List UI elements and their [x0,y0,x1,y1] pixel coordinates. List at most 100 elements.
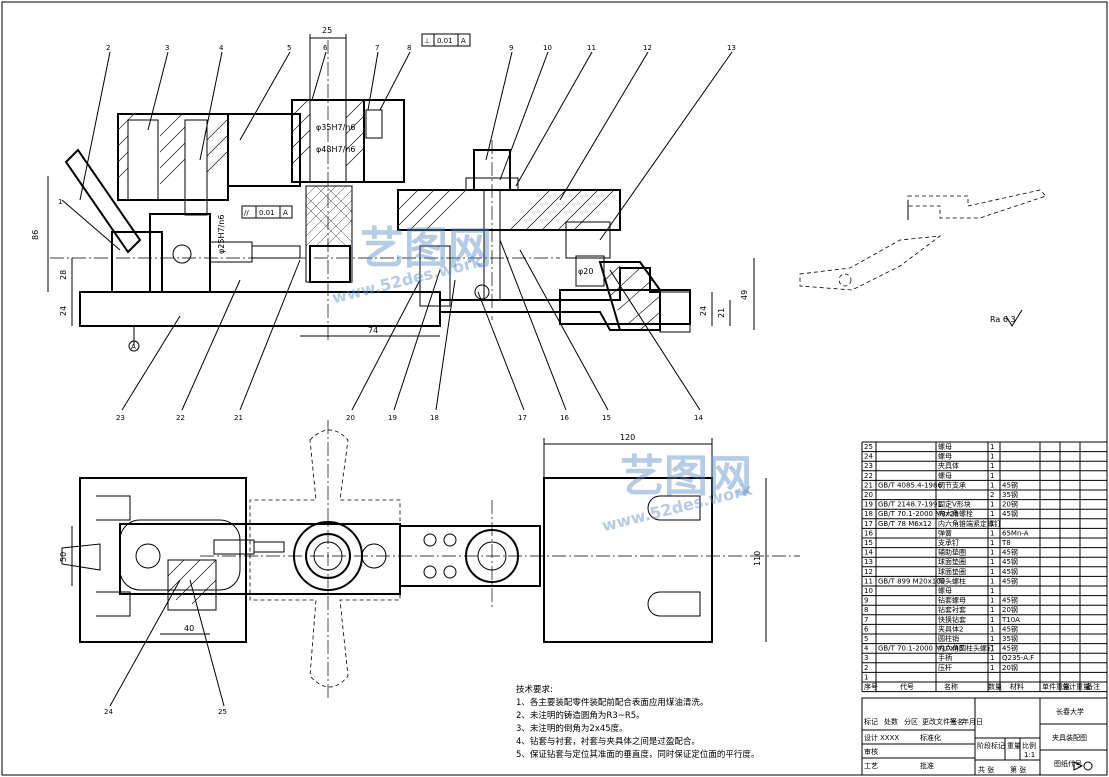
bom-row-qty: 1 [990,520,994,528]
dim-120: 120 [620,433,635,442]
bom-row-code: GB/T 70.1-2000 M10x45 [878,645,963,653]
bom-row-name: 夹具体 [938,461,959,470]
bom-row-qty: 1 [990,645,994,653]
bom-row-no: 20 [864,491,873,499]
svg-text:比例: 比例 [1022,741,1036,750]
bom-row-no: 10 [864,587,873,595]
drawing-number: 图纸代号 [1054,759,1082,768]
dim-21: 21 [717,308,726,318]
bom-row-qty: 1 [990,597,994,605]
dim-110: 110 [753,551,762,566]
svg-text:A: A [283,209,288,217]
bom-row-qty: 1 [990,453,994,461]
bom-row-no: 15 [864,539,873,547]
bom-row-no: 25 [864,443,873,451]
bom-row-qty: 1 [990,558,994,566]
balloon-9: 9 [509,44,513,52]
bom-row-code: GB/T 70.1-2000 M8x25 [878,510,959,518]
bom-row-qty: 1 [990,625,994,633]
balloon-21: 21 [234,414,243,422]
tech-note-4: 4、钻套与衬套，衬套与夹具体之间是过盈配合。 [516,737,700,747]
bom-row-no: 24 [864,453,873,461]
bom-row-material: 35钢 [1002,490,1018,499]
technical-requirements: 技术要求: 1、各主要装配零件装配前配合表面应用煤油清洗。 2、未注明的铸造圆角… [516,684,846,762]
top-dimensions: 120 50 110 40 [59,433,767,642]
dim-24b: 24 [699,306,708,316]
svg-text:A: A [461,37,466,45]
bom-row-qty: 1 [990,510,994,518]
bom-row-name: 夹具体2 [938,624,963,633]
bom-row-no: 18 [864,510,873,518]
svg-text:XXXX: XXXX [880,734,899,742]
svg-text:批准: 批准 [920,761,934,770]
svg-text:工艺: 工艺 [864,762,878,770]
bom-row-material: T10A [1001,616,1020,624]
bom-row-qty: 1 [990,539,994,547]
watermark-brand-2: 艺图网 [620,451,752,502]
bom-row-material: 45钢 [1002,644,1018,653]
watermark-brand: 艺图网 [360,223,492,274]
datum-a: A [131,343,136,351]
workpiece-sketch: Ra 6.3 [799,189,1047,327]
bom-row-qty: 1 [990,577,994,585]
bom-row-qty: 1 [990,443,994,451]
bom-header-cell: 数量 [988,682,1002,691]
bom-row-material: 35钢 [1002,634,1018,643]
bom-row-material: 45钢 [1002,576,1018,585]
bom-row-name: 螺母 [938,452,952,461]
bom-row-material: 45钢 [1002,567,1018,576]
svg-text:分区: 分区 [904,717,918,726]
bom-row-no: 14 [864,549,873,557]
bom-row-code: GB/T 4085.4-1986 [878,481,942,489]
balloon-1: 1 [58,198,62,206]
bom-row-name: 内六角螺栓 [938,509,973,518]
bom-row-name: 内六角圆柱头螺钉 [938,644,994,653]
svg-text:处数: 处数 [884,717,898,726]
bom-row-material: 20钢 [1002,500,1018,509]
bom-row-code: GB/T 2148.7-1991 [878,501,942,509]
balloon-3: 3 [165,44,169,52]
bom-row-qty: 1 [990,568,994,576]
bom-row-name: 内六角锥端紧定螺钉 [938,519,1001,528]
bom-row-no: 8 [864,606,868,614]
svg-text://: // [244,209,249,217]
bom-row-material: 45钢 [1002,596,1018,605]
bom-row-no: 22 [864,472,873,480]
bom-row-name: 螺母 [938,586,952,595]
svg-text:标准化: 标准化 [920,733,941,742]
bom-header-cell: 单件重量 [1042,682,1070,691]
balloon-2: 2 [106,44,110,52]
bom-row-material: 45钢 [1002,480,1018,489]
bom-row-qty: 1 [990,501,994,509]
bom-row-material: 20钢 [1002,663,1018,672]
bom-row-qty: 1 [990,481,994,489]
dim-top-25: 25 [322,26,332,35]
bom-header-cell: 代号 [900,682,914,691]
bom-row-name: 钻套螺母 [938,596,966,605]
bom-row-no: 13 [864,558,873,566]
tech-note-1: 1、各主要装配零件装配前配合表面应用煤油清洗。 [516,698,709,708]
balloon-7: 7 [375,44,379,52]
balloon-13: 13 [727,44,736,52]
tech-note-2: 2、未注明的铸造圆角为R3~R5。 [516,711,645,721]
balloon-11: 11 [587,44,596,52]
bom-row-material: 45钢 [1002,624,1018,633]
bom-row-no: 4 [864,645,869,653]
school-name: 长春大学 [1056,707,1084,716]
bom-row-name: 压杆 [938,663,952,672]
svg-text:签名: 签名 [950,717,964,726]
title-block: 长春大学 夹具装配图 图纸代号 阶段标记 重量 比例 1:1 共 张 第 张 设… [861,697,1108,776]
bom-row-qty: 1 [990,635,994,643]
bom-row-qty: 1 [990,587,994,595]
dim-49: 49 [740,290,749,300]
tolerance-frame-2: // 0.01 A [241,205,293,219]
bom-row-no: 11 [864,577,873,585]
bom-row-name: 弹簧 [938,528,952,537]
svg-text:重量: 重量 [1007,742,1021,750]
bom-row-name: 辅助垫圈 [938,548,966,557]
bom-row-material: 20钢 [1002,605,1018,614]
dim-phi48: φ48H7/n6 [316,145,355,154]
svg-text:年月日: 年月日 [962,717,983,726]
dim-24: 24 [59,306,68,316]
